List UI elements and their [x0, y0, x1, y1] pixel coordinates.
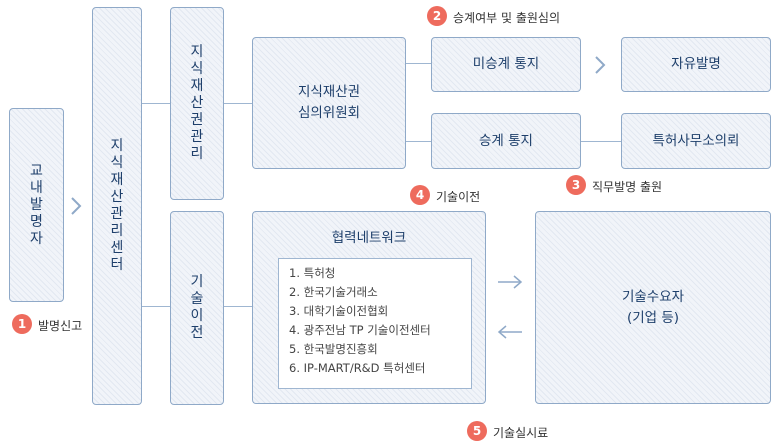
connector-line — [224, 103, 252, 104]
committee-box: 지식재산권 심의위원회 — [252, 37, 406, 169]
committee-label-line1: 지식재산권 — [297, 84, 361, 100]
tech-demand-label-line2: (기업 등) — [626, 309, 680, 326]
step-label-3: 직무발명 출원 — [592, 180, 663, 194]
succeed-label: 승계 통지 — [479, 132, 533, 149]
step-label-5: 기술실시료 — [493, 426, 549, 440]
network-item: 2. 한국기술거래소 — [289, 285, 378, 299]
patent-office-label: 특허사무소의뢰 — [652, 132, 740, 149]
arrow-left-icon — [497, 325, 522, 339]
connector-line — [406, 141, 431, 142]
not-succeed-label: 미승계 통지 — [472, 56, 540, 72]
step-badge-5: 5 — [467, 421, 487, 441]
connector-line — [224, 306, 252, 307]
committee-label-line2: 심의위원회 — [297, 105, 361, 121]
chevron-right-icon — [595, 56, 606, 74]
network-title: 협력네트워크 — [331, 230, 407, 246]
network-item: 3. 대학기술이전협회 — [289, 304, 389, 318]
network-list: 1. 특허청 2. 한국기술거래소 3. 대학기술이전협회 4. 광주전남 TP… — [278, 258, 472, 389]
network-item: 1. 특허청 — [289, 266, 336, 280]
step-badge-1: 1 — [12, 314, 32, 334]
succeed-box: 승계 통지 — [431, 113, 581, 169]
chevron-right-icon — [71, 197, 82, 215]
connector-line — [142, 103, 170, 104]
network-item: 5. 한국발명진흥회 — [289, 342, 378, 356]
free-invention-box: 자유발명 — [621, 37, 771, 92]
free-invention-label: 자유발명 — [671, 56, 721, 72]
patent-office-box: 특허사무소의뢰 — [621, 113, 771, 169]
step-label-1: 발명신고 — [38, 319, 83, 333]
step-label-4: 기술이전 — [436, 190, 481, 204]
connector-line — [581, 141, 621, 142]
tech-demand-box: 기술수요자 (기업 등) — [535, 211, 771, 404]
connector-line — [406, 63, 431, 64]
tech-demand-label-line1: 기술수요자 — [621, 288, 685, 305]
network-item: 6. IP-MART/R&D 특허센터 — [289, 361, 426, 375]
arrow-right-icon — [498, 275, 523, 289]
step-badge-4: 4 — [410, 185, 430, 205]
network-item: 4. 광주전남 TP 기술이전센터 — [289, 323, 431, 337]
step-label-2: 승계여부 및 출원심의 — [453, 11, 560, 25]
step-badge-2: 2 — [427, 6, 447, 26]
connector-line — [142, 306, 170, 307]
step-badge-3: 3 — [566, 175, 586, 195]
not-succeed-box: 미승계 통지 — [431, 37, 581, 92]
